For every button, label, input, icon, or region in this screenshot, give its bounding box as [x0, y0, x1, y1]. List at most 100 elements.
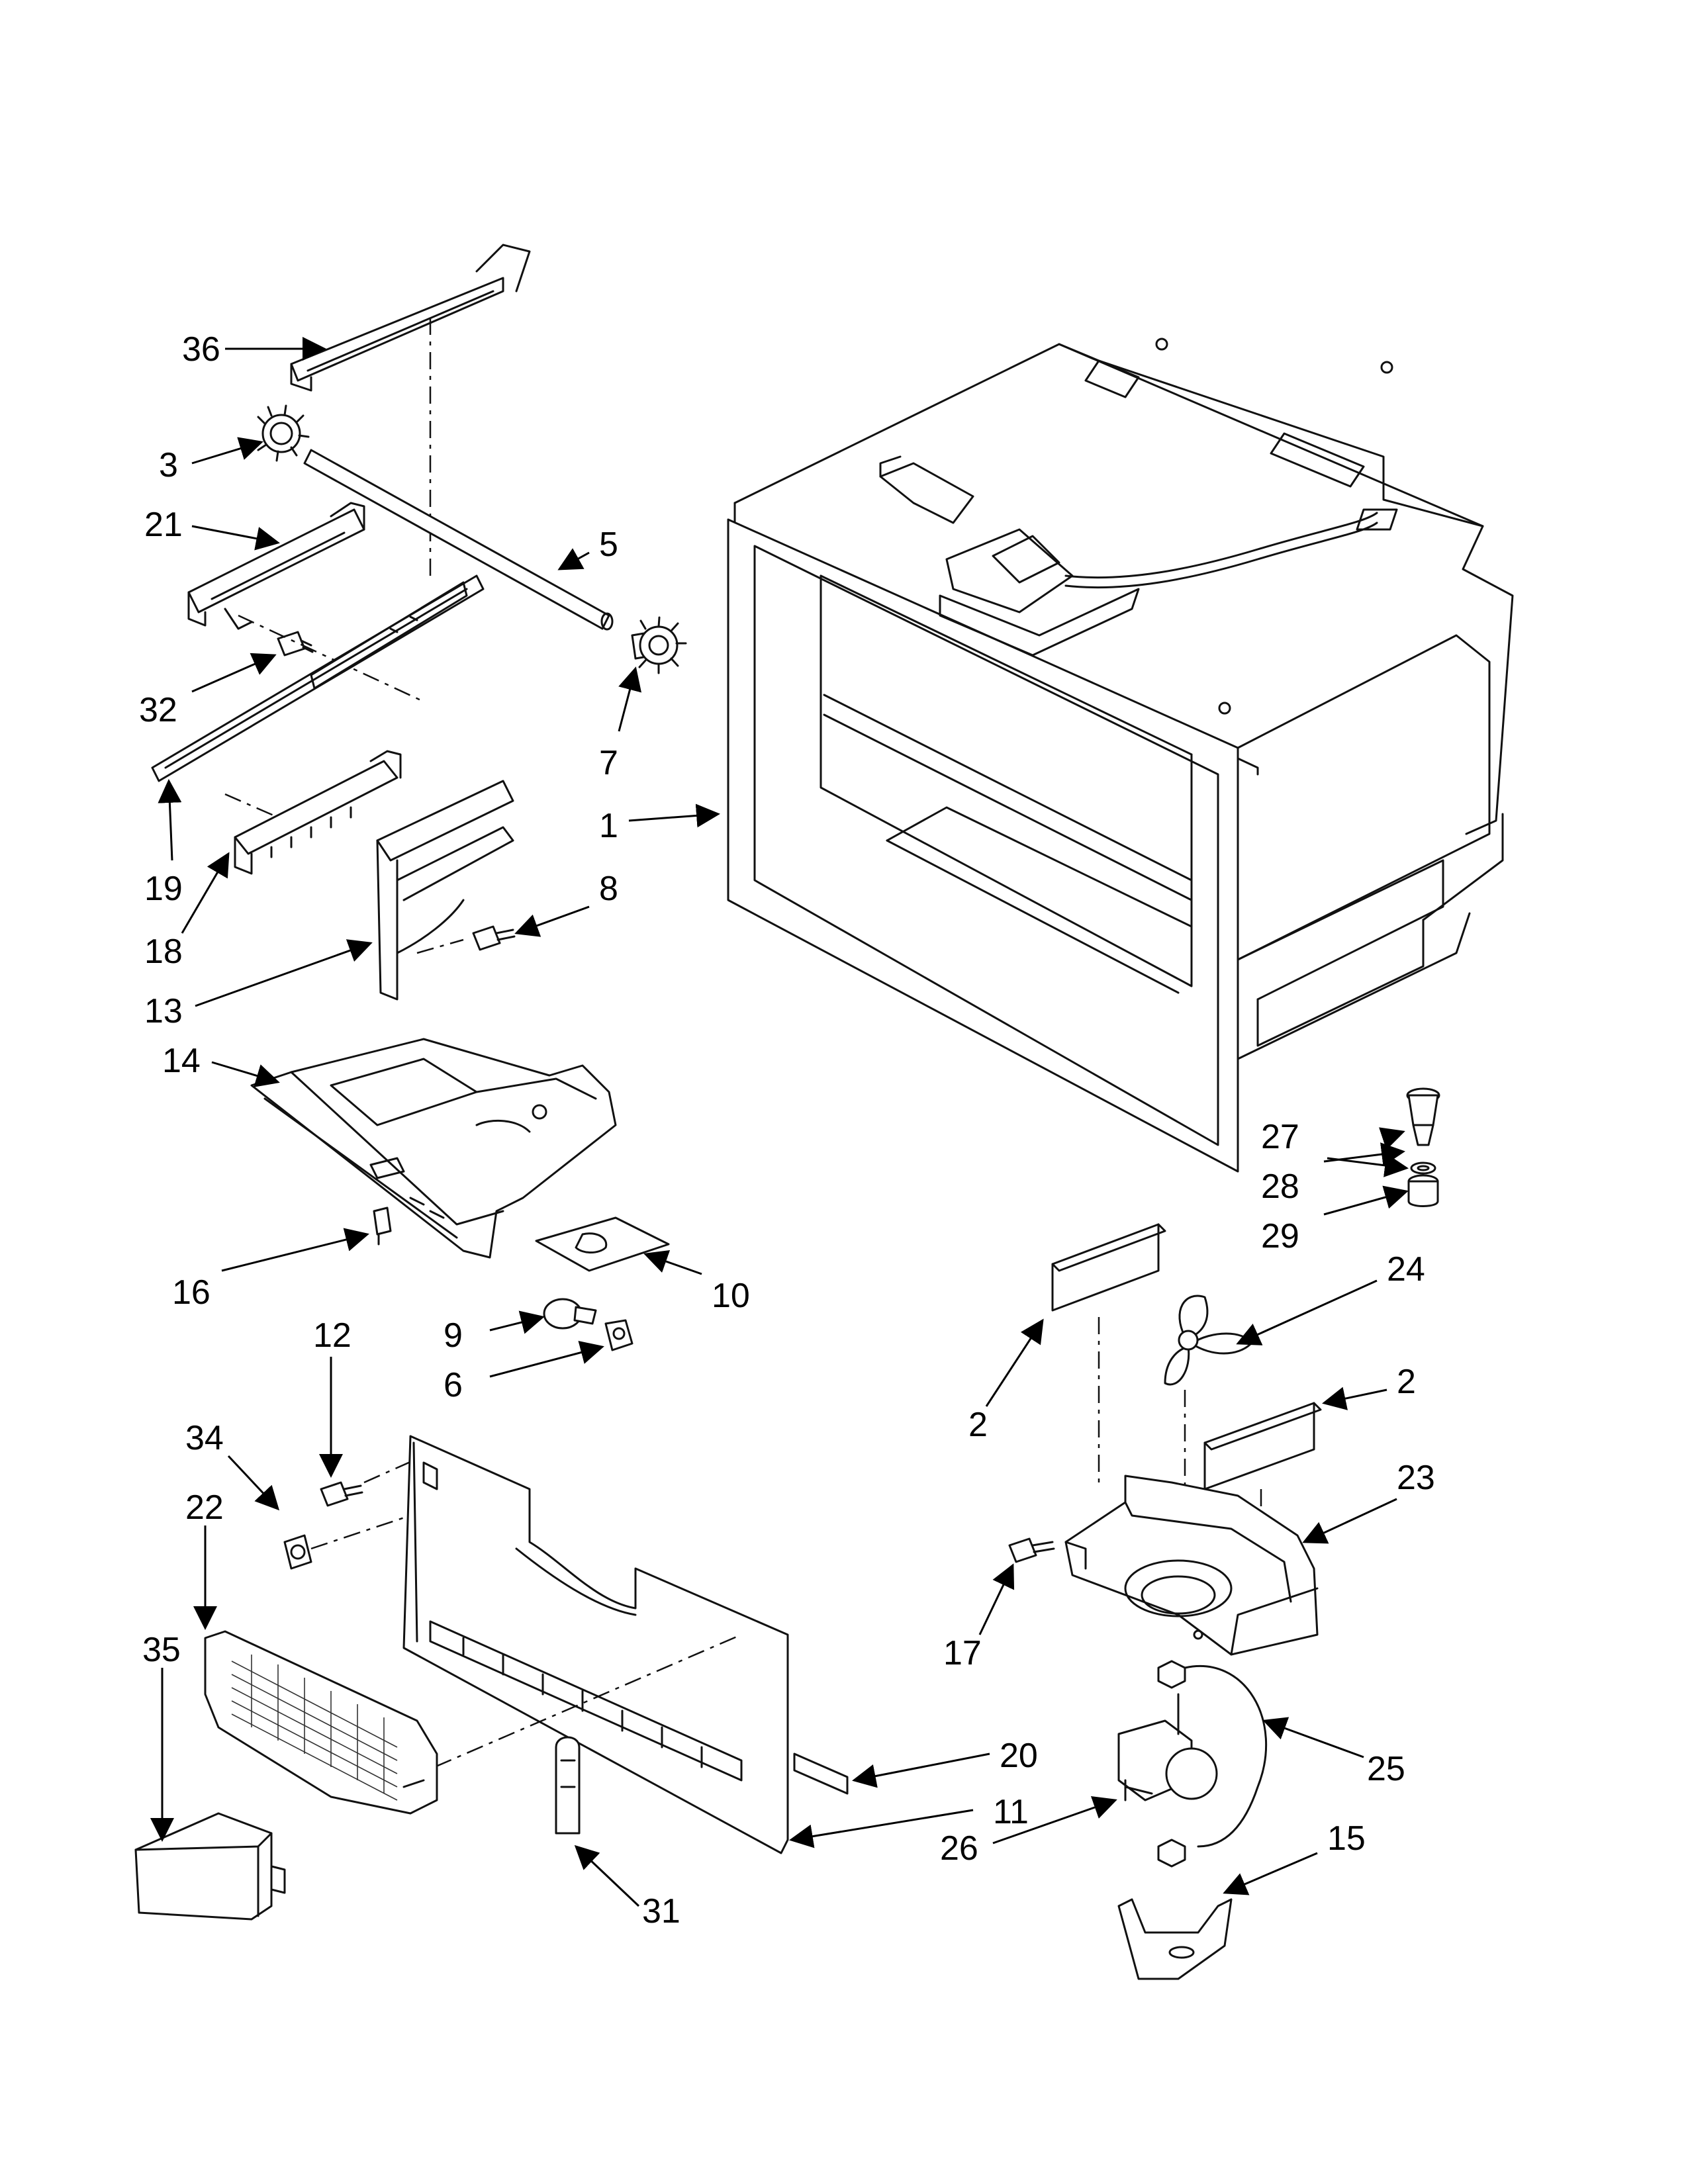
- leader-8: [514, 905, 590, 937]
- part-7-gear: [631, 616, 687, 674]
- callout-9: 9: [444, 1316, 463, 1355]
- part-25-grommet-wire: [1157, 1660, 1268, 1848]
- callout-17: 17: [943, 1634, 982, 1672]
- callout-10: 10: [712, 1277, 750, 1315]
- part-8-screw: [472, 925, 516, 951]
- leader-11: [789, 1809, 974, 1848]
- part-34-control: [283, 1514, 411, 1570]
- part-14-drawer-cover: [250, 1038, 617, 1259]
- leader-16: [221, 1228, 369, 1272]
- leader-6: [489, 1341, 604, 1378]
- leader-2a: [985, 1318, 1044, 1407]
- callout-8: 8: [599, 870, 618, 908]
- callout-15: 15: [1327, 1819, 1366, 1858]
- callout-3: 3: [159, 446, 178, 484]
- callout-28: 28: [1261, 1167, 1299, 1206]
- callout-6: 6: [444, 1366, 463, 1404]
- callout-12: 12: [313, 1316, 352, 1355]
- leader-9: [489, 1310, 545, 1334]
- part-2b-foam-pad: [1203, 1402, 1322, 1490]
- leader-13: [195, 939, 373, 1007]
- leader-15: [1223, 1852, 1318, 1895]
- part-28-washer: [1410, 1161, 1436, 1175]
- leader-32: [191, 653, 277, 693]
- part-3-gear: [257, 404, 310, 462]
- callout-7: 7: [599, 744, 618, 782]
- part-6-socket: [604, 1319, 633, 1351]
- leader-18: [181, 852, 230, 934]
- leader-7: [618, 666, 642, 732]
- callout-14: 14: [162, 1042, 201, 1080]
- part-19-slide-rail: [151, 574, 485, 782]
- callout-23: 23: [1397, 1459, 1435, 1497]
- part-10-gasket-sheet: [535, 1216, 670, 1272]
- part-23-fan-housing: [1064, 1317, 1319, 1656]
- callout-2a: 2: [968, 1406, 988, 1444]
- callout-labels: 36 3 21 5 32 7 1 19 18 8 13 14 16 10 9 6…: [139, 330, 1435, 1931]
- part-35-cover: [134, 1812, 286, 1921]
- part-15-motor-bracket: [1117, 1839, 1233, 1980]
- part-24-fan-blade: [1164, 1295, 1252, 1386]
- part-16-clip: [373, 1206, 392, 1246]
- part-20-foam-strip: [793, 1752, 849, 1795]
- part-12-screw: [320, 1455, 424, 1507]
- leader-28: [1327, 1154, 1409, 1177]
- leader-3: [191, 437, 263, 465]
- part-1-freezer-liner: [727, 338, 1514, 1173]
- part-18-bracket: [224, 750, 402, 875]
- callout-20: 20: [1000, 1737, 1038, 1775]
- part-11-rear-panel: [402, 1435, 789, 1854]
- callout-29: 29: [1261, 1217, 1299, 1255]
- callout-13: 13: [144, 992, 183, 1030]
- part-5-axle-rod: [303, 449, 614, 631]
- part-31-damper: [555, 1736, 581, 1835]
- leader-20: [852, 1752, 990, 1788]
- part-29-cap: [1407, 1174, 1439, 1207]
- callout-31: 31: [642, 1892, 680, 1931]
- part-2a-foam-pad: [1051, 1223, 1166, 1312]
- callout-36: 36: [182, 330, 220, 369]
- part-32-screw: [238, 614, 424, 703]
- leader-5: [557, 548, 590, 570]
- leader-1: [628, 803, 720, 828]
- callout-34: 34: [185, 1419, 224, 1457]
- part-22-grille: [204, 1630, 438, 1815]
- part-13-mounting-bracket: [376, 780, 514, 1001]
- callout-5: 5: [599, 525, 618, 564]
- leader-17: [978, 1563, 1015, 1635]
- leader-2b: [1322, 1387, 1387, 1410]
- callout-2b: 2: [1397, 1363, 1416, 1401]
- leader-19: [158, 779, 182, 861]
- leader-10: [643, 1250, 702, 1275]
- leader-26: [992, 1796, 1117, 1844]
- callout-25: 25: [1367, 1750, 1405, 1788]
- callout-11: 11: [993, 1793, 1029, 1831]
- part-36-top-rail: [290, 244, 531, 582]
- callout-35: 35: [142, 1631, 181, 1669]
- leader-25: [1262, 1717, 1364, 1758]
- callout-18: 18: [144, 933, 183, 971]
- leader-29: [1323, 1185, 1409, 1216]
- part-9-light-bulb: [543, 1298, 597, 1330]
- leader-34: [227, 1455, 280, 1511]
- leader-31: [574, 1844, 640, 1907]
- callout-19: 19: [144, 870, 183, 908]
- leader-24: [1236, 1279, 1378, 1345]
- leader-23: [1302, 1498, 1397, 1544]
- leader-27: [1379, 1127, 1405, 1150]
- leader-14: [211, 1061, 280, 1087]
- part-27-drain-fitting: [1406, 1087, 1440, 1146]
- part-21-bracket: [187, 502, 365, 630]
- leader-lines: [150, 337, 1409, 1907]
- callout-24: 24: [1387, 1250, 1425, 1289]
- callout-27: 27: [1261, 1118, 1299, 1156]
- callout-26: 26: [940, 1829, 978, 1868]
- callout-1: 1: [599, 807, 618, 845]
- callout-32: 32: [139, 691, 177, 729]
- callout-21: 21: [144, 506, 183, 544]
- callout-22: 22: [185, 1488, 224, 1527]
- part-26-fan-motor: [1117, 1693, 1218, 1801]
- callout-16: 16: [172, 1273, 211, 1312]
